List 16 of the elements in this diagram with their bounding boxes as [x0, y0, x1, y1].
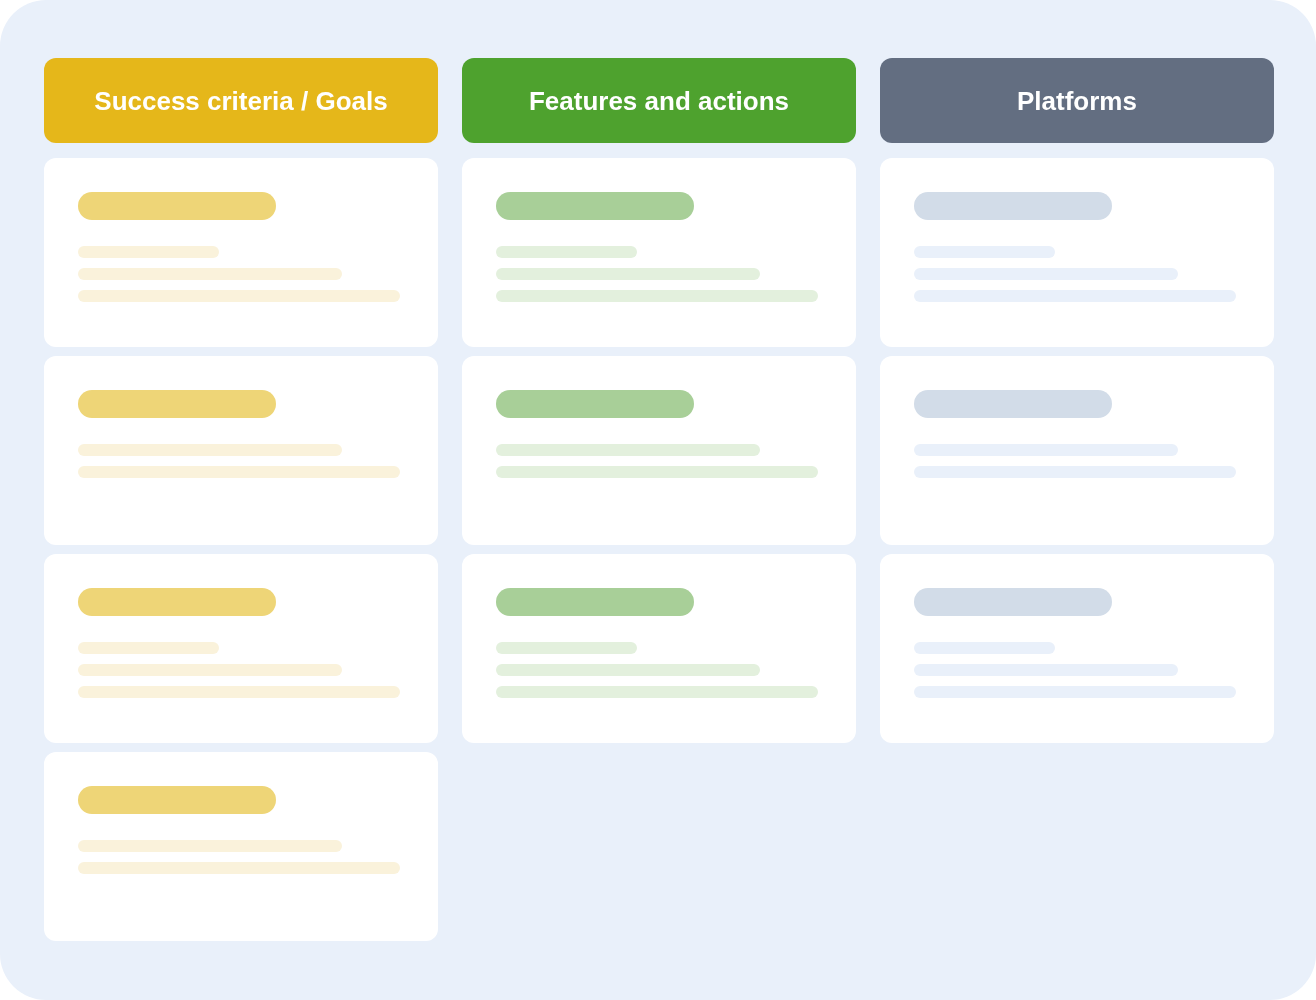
- column-title: Success criteria / Goals: [94, 84, 388, 117]
- placeholder-card: [880, 554, 1274, 743]
- placeholder-card: [880, 356, 1274, 545]
- placeholder-card: [462, 554, 856, 743]
- placeholder-card: [44, 554, 438, 743]
- placeholder-card: [44, 356, 438, 545]
- placeholder-card: [462, 158, 856, 347]
- column-header: [880, 58, 1274, 143]
- column-title: Features and actions: [528, 84, 790, 117]
- column-title: Platforms: [1017, 84, 1137, 117]
- column-header: [44, 58, 438, 143]
- placeholder-card: [462, 356, 856, 545]
- placeholder-card: [880, 158, 1274, 347]
- placeholder-card: [44, 158, 438, 347]
- column-header: [462, 58, 856, 143]
- placeholder-card: [44, 752, 438, 941]
